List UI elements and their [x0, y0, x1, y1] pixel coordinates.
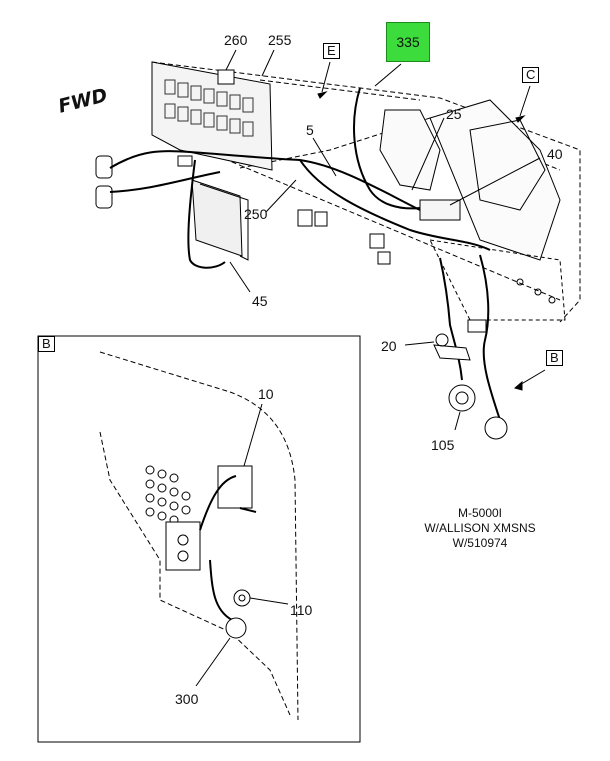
callout-40: 40	[547, 146, 563, 162]
callout-105: 105	[431, 437, 455, 453]
note-line-3: W/510974	[452, 536, 508, 550]
callout-20: 20	[381, 338, 397, 354]
callout-45: 45	[252, 293, 268, 309]
callout-250: 250	[244, 206, 268, 222]
module-block	[165, 521, 201, 571]
detail-view-b	[37, 335, 361, 743]
callout-300: 300	[175, 691, 199, 707]
callout-110: 110	[290, 602, 313, 618]
model-note: M-5000I W/ALLISON XMSNS W/510974	[400, 506, 560, 551]
callout-10: 10	[258, 386, 274, 402]
callout-335-highlight[interactable]: 335	[386, 22, 430, 62]
note-line-1: M-5000I	[457, 506, 503, 520]
lamp-sockets	[95, 155, 113, 209]
callout-255: 255	[268, 32, 292, 48]
callout-260: 260	[224, 32, 248, 48]
valve-block-10	[217, 465, 253, 509]
connector-105	[448, 384, 476, 412]
callout-25: 25	[446, 106, 462, 122]
fuse-panel	[151, 61, 273, 171]
view-label-b: B	[546, 350, 563, 366]
view-label-e: E	[323, 43, 340, 59]
view-label-c: C	[522, 67, 540, 83]
sensor-20	[433, 344, 471, 361]
note-line-2: W/ALLISON XMSNS	[424, 521, 536, 535]
control-module-45	[191, 179, 243, 257]
connector-300	[225, 617, 247, 639]
detail-label-b: B	[38, 336, 55, 352]
relay-260	[217, 69, 235, 85]
sensor-110	[233, 589, 251, 607]
callout-335: 335	[396, 34, 420, 50]
callout-5: 5	[306, 122, 314, 138]
